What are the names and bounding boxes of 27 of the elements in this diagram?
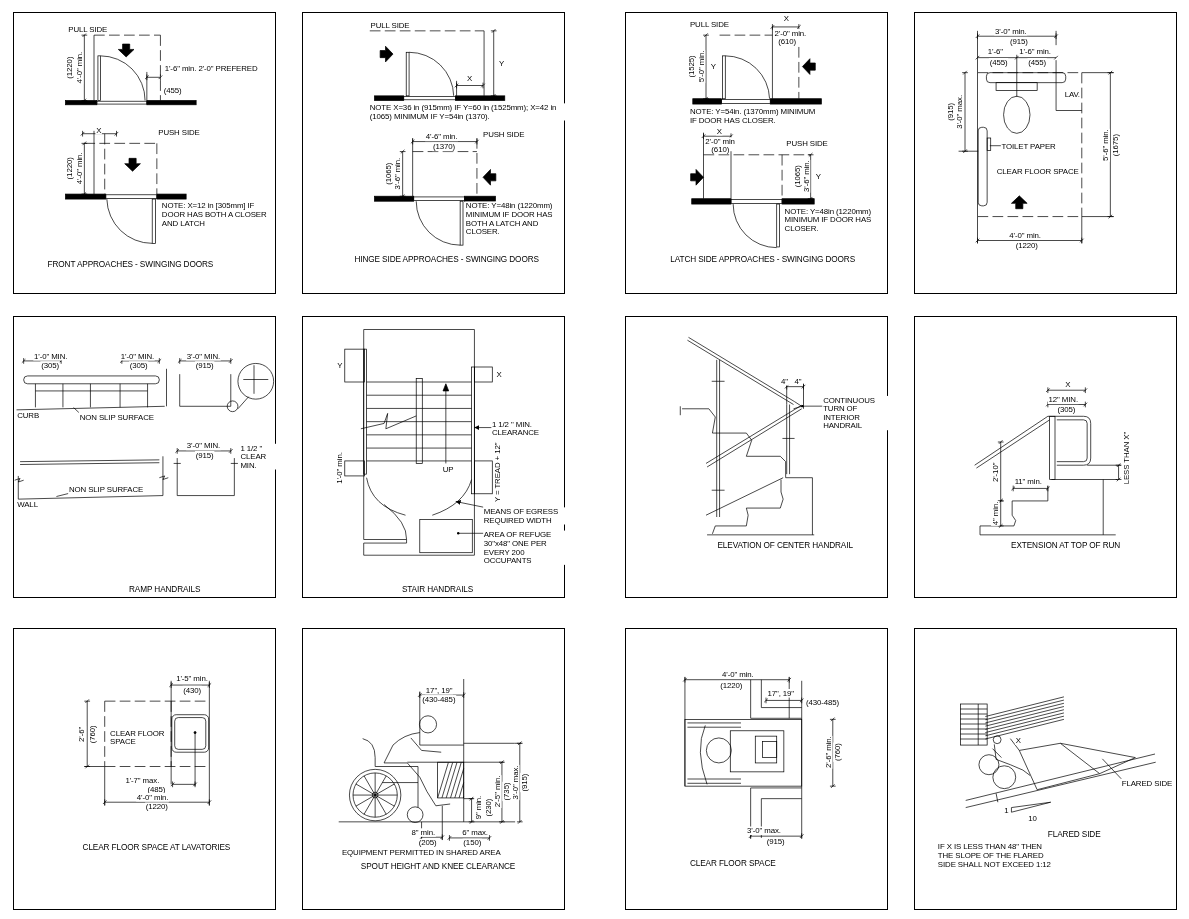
drawing-title: LATCH SIDE APPROACHES - SWINGING DOORS (669, 254, 856, 263)
drawing-title: FLARED SIDE (1047, 829, 1102, 839)
leader-line (989, 145, 1002, 147)
drawing-panel (914, 627, 1178, 910)
drawing-panel (624, 627, 889, 910)
drawing-panel (12, 315, 277, 598)
drawing-title: STAIR HANDRAILS (401, 585, 475, 594)
drawing-title: EXTENSION AT TOP OF RUN (1010, 540, 1121, 549)
drawing-title: CLEAR FLOOR SPACE (689, 858, 777, 867)
drawing-title: ELEVATION OF CENTER HANDRAIL (716, 540, 854, 549)
drawing-panel (624, 11, 889, 294)
drawing-panel (12, 627, 277, 910)
drawing-title: HINGE SIDE APPROACHES - SWINGING DOORS (353, 254, 540, 264)
leader-line (56, 493, 69, 497)
leader-line (1102, 758, 1122, 780)
drawing-panel (12, 11, 277, 294)
leader-line (73, 407, 80, 413)
drawing-panel (302, 627, 566, 910)
drawing-title: RAMP HANDRAILS (128, 585, 201, 594)
drawing-panel (302, 11, 566, 294)
drawing-title: FRONT APPROACHES - SWINGING DOORS (46, 259, 214, 268)
drawing-title: CLEAR FLOOR SPACE AT LAVATORIES (81, 842, 231, 851)
drawing-panel (914, 315, 1178, 598)
drawing-panel (624, 315, 889, 598)
drawing-panel (914, 11, 1178, 294)
drawing-panel (302, 315, 566, 598)
drawing-title: SPOUT HEIGHT AND KNEE CLEARANCE (360, 861, 517, 870)
